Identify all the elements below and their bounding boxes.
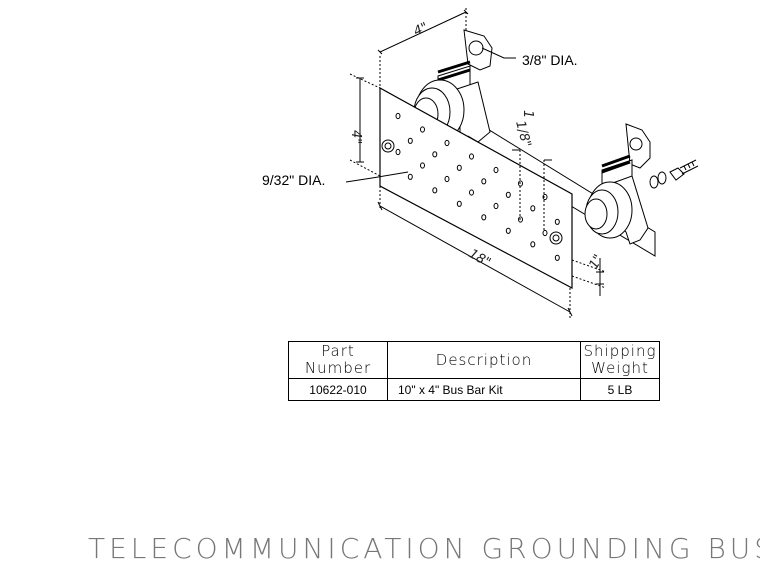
spec-table: Part Number Description Shipping Weight … [288,341,660,401]
standoff-label-b: 1/8" [512,119,533,149]
plate-bolt-left [381,139,395,153]
plate-hole [469,189,474,196]
leader-plate-hole [345,171,409,183]
plate-hole [554,254,560,261]
plate-hole [407,173,413,180]
cell-description: 10" x 4" Bus Bar Kit [387,378,581,401]
plate-hole [493,166,499,174]
plate-hole [554,218,560,225]
plate-hole-pattern [395,112,560,261]
edge-offset-label: 1" [586,252,606,272]
table-row: 10622-010 10" x 4" Bus Bar Kit 5 LB [288,378,660,401]
bolt-hole-callout: 3/8" DIA. [522,52,578,68]
dim-edge-offset [571,258,607,296]
plate-hole [481,178,487,185]
dim-plate-height [349,73,381,177]
spec-table-header: Part Number Description Shipping Weight [288,341,660,379]
cell-part-number: 10622-010 [288,378,388,401]
plate-hole [530,241,536,248]
standoff-label-a: 1 [520,110,535,118]
leader-bolt-hole [481,47,516,59]
dim-standoff [512,149,552,230]
header-shipping-weight: Shipping Weight [580,341,660,379]
right-insulator [584,181,633,239]
busbar-drawing: 3/8" DIA. 9/32" DIA. 4" 4" 1 1/8" 18" 1" [262,8,699,318]
plate-hole [444,139,450,147]
exploded-hardware [649,159,699,189]
header-part-number: Part Number [288,341,388,379]
plate-hole [542,193,548,201]
header-description: Description [387,341,581,379]
plate-hole [395,112,401,120]
dim-bracket-depth [377,8,469,88]
plate-bolt-right [549,231,563,245]
plate-hole [407,137,413,144]
plate-height-label: 4" [348,130,363,144]
plate-hole [518,180,523,187]
plate-hole [432,151,438,158]
plate-hole [518,216,523,223]
plate-hole [420,162,425,169]
plate-hole [432,187,438,194]
plate-hole-callout: 9/32" DIA. [262,172,325,188]
dim-plate-length [377,186,573,318]
cell-shipping-weight: 5 LB [580,378,660,401]
busbar-plate [379,86,573,289]
page-title: TELECOMMUNICATION GROUNDING BUSBAR [88,532,760,565]
plate-hole [456,200,462,207]
plate-hole [420,126,425,133]
plate-hole [444,175,450,183]
plate-hole [469,153,474,160]
plate-hole [542,229,548,237]
plate-hole [505,227,511,234]
plate-hole [395,148,401,156]
plate-hole [505,191,511,198]
plate-hole [481,214,487,221]
plate-hole [456,164,462,171]
plate-hole [530,205,536,212]
bracket-depth-label: 4" [411,20,430,40]
plate-hole [493,202,499,210]
